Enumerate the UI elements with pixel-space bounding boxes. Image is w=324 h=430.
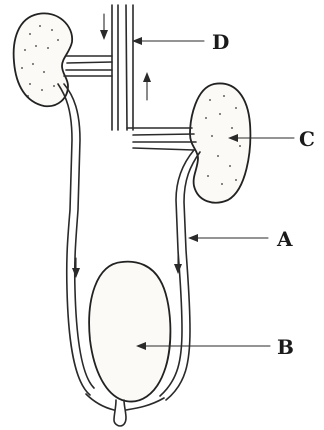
left-ureter [58, 84, 94, 395]
right-renal-vessels [127, 128, 196, 150]
label-c: C [299, 127, 315, 151]
right-kidney-c [190, 83, 250, 202]
label-d: D [212, 30, 229, 54]
label-a-group: A [188, 227, 293, 251]
left-renal-vessels [64, 56, 112, 76]
blood-vessels [100, 5, 151, 130]
label-a: A [276, 227, 293, 251]
label-b: B [277, 335, 294, 359]
label-d-group: D [132, 30, 229, 54]
